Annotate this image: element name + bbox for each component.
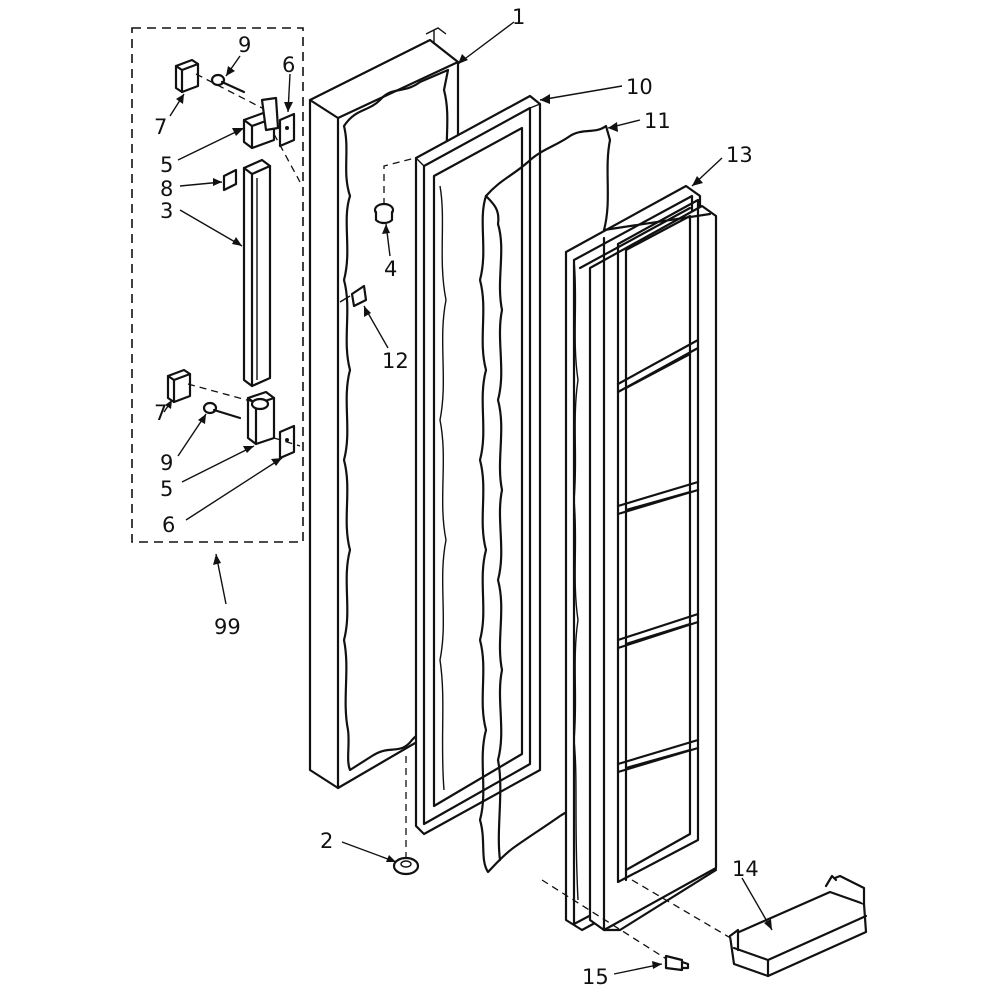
callout-5-upper: 5 xyxy=(160,153,173,177)
callout-8: 8 xyxy=(160,177,173,201)
plug-4 xyxy=(373,149,447,225)
screw-15 xyxy=(541,879,690,972)
callout-7-upper: 7 xyxy=(154,115,167,139)
callout-12: 12 xyxy=(382,349,409,373)
callout-15: 15 xyxy=(582,965,609,989)
grommet-2 xyxy=(392,756,420,876)
callout-labels: 1 2 3 4 5 5 6 6 7 7 8 9 9 10 11 12 13 14… xyxy=(154,5,759,989)
screw-9-upper xyxy=(210,73,246,94)
callout-6-lower: 6 xyxy=(162,513,175,537)
kit-99-dashed-box xyxy=(131,27,304,543)
clip-7-lower xyxy=(166,368,192,404)
insert-8 xyxy=(222,168,238,192)
callout-10: 10 xyxy=(626,75,653,99)
hinge-5-upper xyxy=(242,96,280,150)
door-bin-14 xyxy=(631,874,868,978)
kit-assembly-dash-lines xyxy=(187,73,301,447)
leader-lines xyxy=(163,21,773,975)
callout-7-lower: 7 xyxy=(154,401,167,425)
callout-11: 11 xyxy=(644,109,671,133)
callout-6-upper: 6 xyxy=(282,53,295,77)
screw-9-lower xyxy=(202,401,242,420)
callout-2: 2 xyxy=(320,829,333,853)
gasket-frame-10 xyxy=(414,94,542,836)
callout-99: 99 xyxy=(214,615,241,639)
callout-9-lower: 9 xyxy=(160,451,173,475)
callout-9-upper: 9 xyxy=(238,33,251,57)
cap-12 xyxy=(339,284,368,308)
callout-13: 13 xyxy=(726,143,753,167)
clip-7-upper xyxy=(174,58,200,94)
callout-1: 1 xyxy=(512,5,525,29)
callout-14: 14 xyxy=(732,857,759,881)
callout-3: 3 xyxy=(160,199,173,223)
plate-6-upper xyxy=(278,112,296,148)
door-liner-13 xyxy=(564,184,718,932)
handle-part-3 xyxy=(242,158,272,388)
callout-4: 4 xyxy=(384,257,397,281)
hinge-5-lower xyxy=(246,390,276,446)
callout-5-lower: 5 xyxy=(160,477,173,501)
